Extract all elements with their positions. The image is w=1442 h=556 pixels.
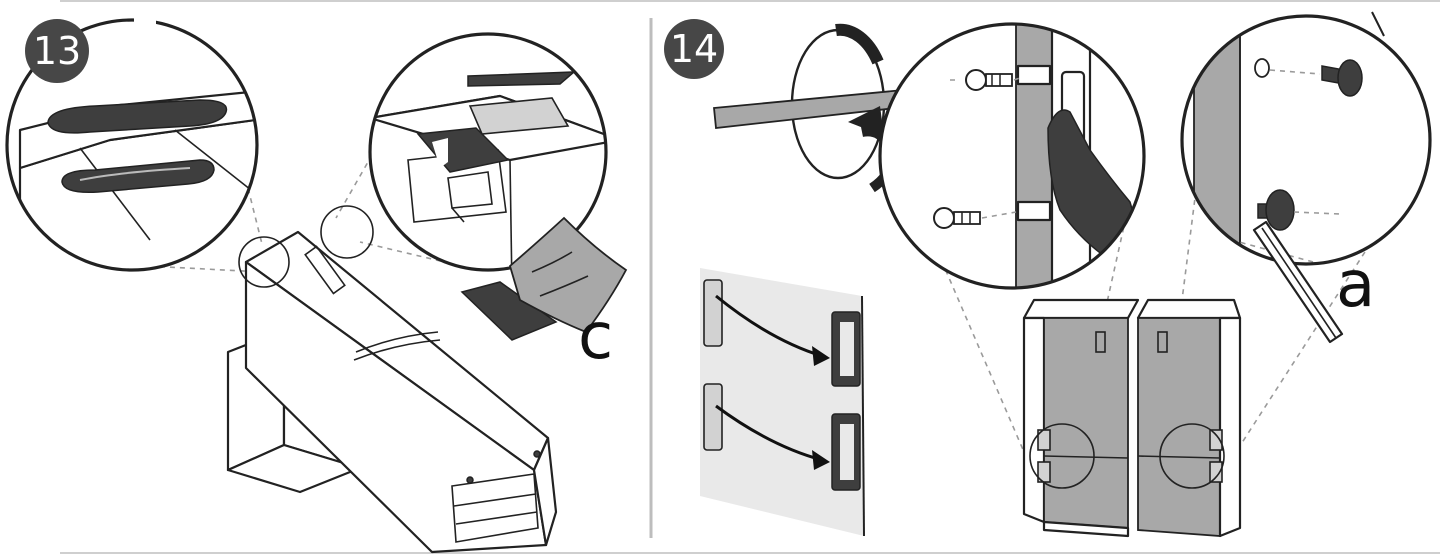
screw-top xyxy=(965,69,1013,91)
step-badge-13 xyxy=(25,19,89,83)
spare-covers xyxy=(460,216,628,341)
leader-line xyxy=(359,241,471,269)
fridge-lying xyxy=(238,205,558,554)
magnifier-plugs xyxy=(1180,11,1432,344)
detail-marker xyxy=(1029,423,1095,489)
leader-line xyxy=(335,119,393,219)
step-number-14: 14 xyxy=(670,27,718,71)
magnifier-handle xyxy=(878,22,1146,290)
detail-marker-left xyxy=(238,236,290,288)
hole xyxy=(1254,58,1270,78)
screw-bottom xyxy=(933,207,981,229)
cover-dark xyxy=(460,281,558,341)
move-arrow-top xyxy=(715,294,823,358)
detail-marker-right xyxy=(320,205,374,259)
panel-step-13: 13 c xyxy=(5,14,628,554)
cover-strip-lifted xyxy=(47,99,228,134)
handle-left-bottom xyxy=(703,383,723,451)
screw-hole xyxy=(466,476,474,484)
plug-cap-seated xyxy=(1265,189,1295,231)
plug-cap xyxy=(1337,59,1363,97)
recess-outline xyxy=(468,97,570,135)
top-slot xyxy=(304,245,346,295)
cover-plate-lifted xyxy=(467,71,577,87)
part-label-c: c xyxy=(578,300,613,374)
move-arrow-bottom xyxy=(715,404,823,462)
step-number-13: 13 xyxy=(33,29,81,73)
panel-step-14: 14 xyxy=(664,11,1432,538)
handle-left-top xyxy=(703,279,723,347)
magnifier-left: 13 xyxy=(5,14,259,272)
fridge-standing-right xyxy=(1136,298,1242,538)
door-handle-swap xyxy=(700,268,865,537)
hinge-bottom xyxy=(1016,200,1052,222)
hinge-top xyxy=(1016,64,1052,86)
rotation-arrow-top xyxy=(835,23,884,65)
part-label-a: a xyxy=(1336,248,1375,322)
step-badge-14 xyxy=(664,19,724,79)
fridge-standing-left xyxy=(1022,298,1140,538)
cover-bag xyxy=(508,216,628,334)
screw-hole xyxy=(533,450,541,458)
detail-marker xyxy=(1159,423,1225,489)
leader-line xyxy=(1235,209,1393,453)
flat-screwdriver xyxy=(1252,220,1344,344)
